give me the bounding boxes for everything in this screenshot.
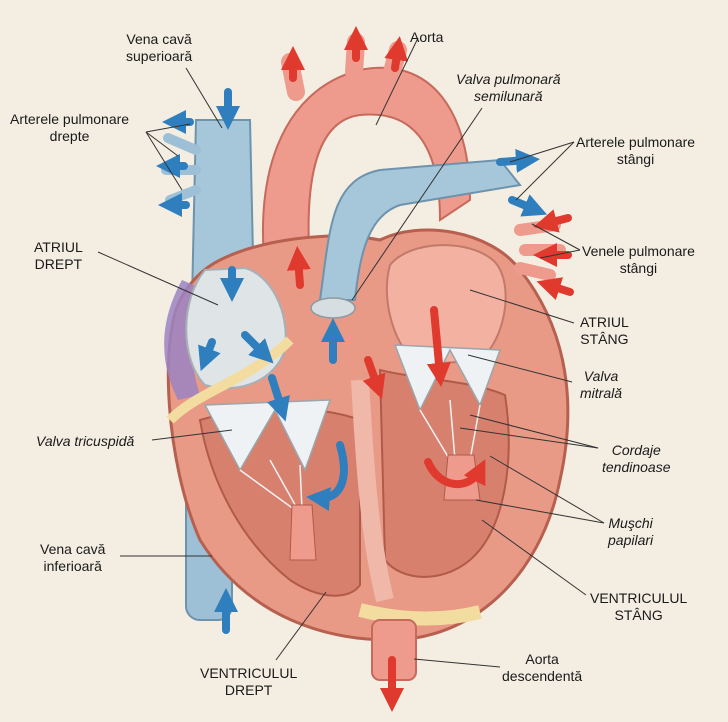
left-atrium-chamber <box>385 244 507 367</box>
coronary-fat-band <box>166 336 294 424</box>
apical-fat-band <box>358 603 482 626</box>
pulmonary-semilunar-valve <box>310 297 356 319</box>
right-atrium-chamber <box>185 266 287 390</box>
label-aorta: Aorta <box>410 29 444 45</box>
pulmonary-trunk <box>318 158 522 301</box>
papillary-muscle-right <box>289 504 317 561</box>
label-valva-tricuspida: Valva tricuspidă <box>36 433 135 449</box>
tricuspid-chordae <box>239 459 303 511</box>
leader-lines <box>97 37 605 668</box>
mitral-chordae <box>419 399 481 461</box>
oxygenated-flow-arrows <box>281 26 574 712</box>
interventricular-septum <box>351 379 394 603</box>
tricuspid-valve <box>203 399 332 472</box>
mitral-valve <box>393 344 502 412</box>
left-pulmonary-veins <box>514 219 566 281</box>
deoxygenated-flow-arrows <box>156 88 548 634</box>
aortic-arch <box>261 66 472 291</box>
